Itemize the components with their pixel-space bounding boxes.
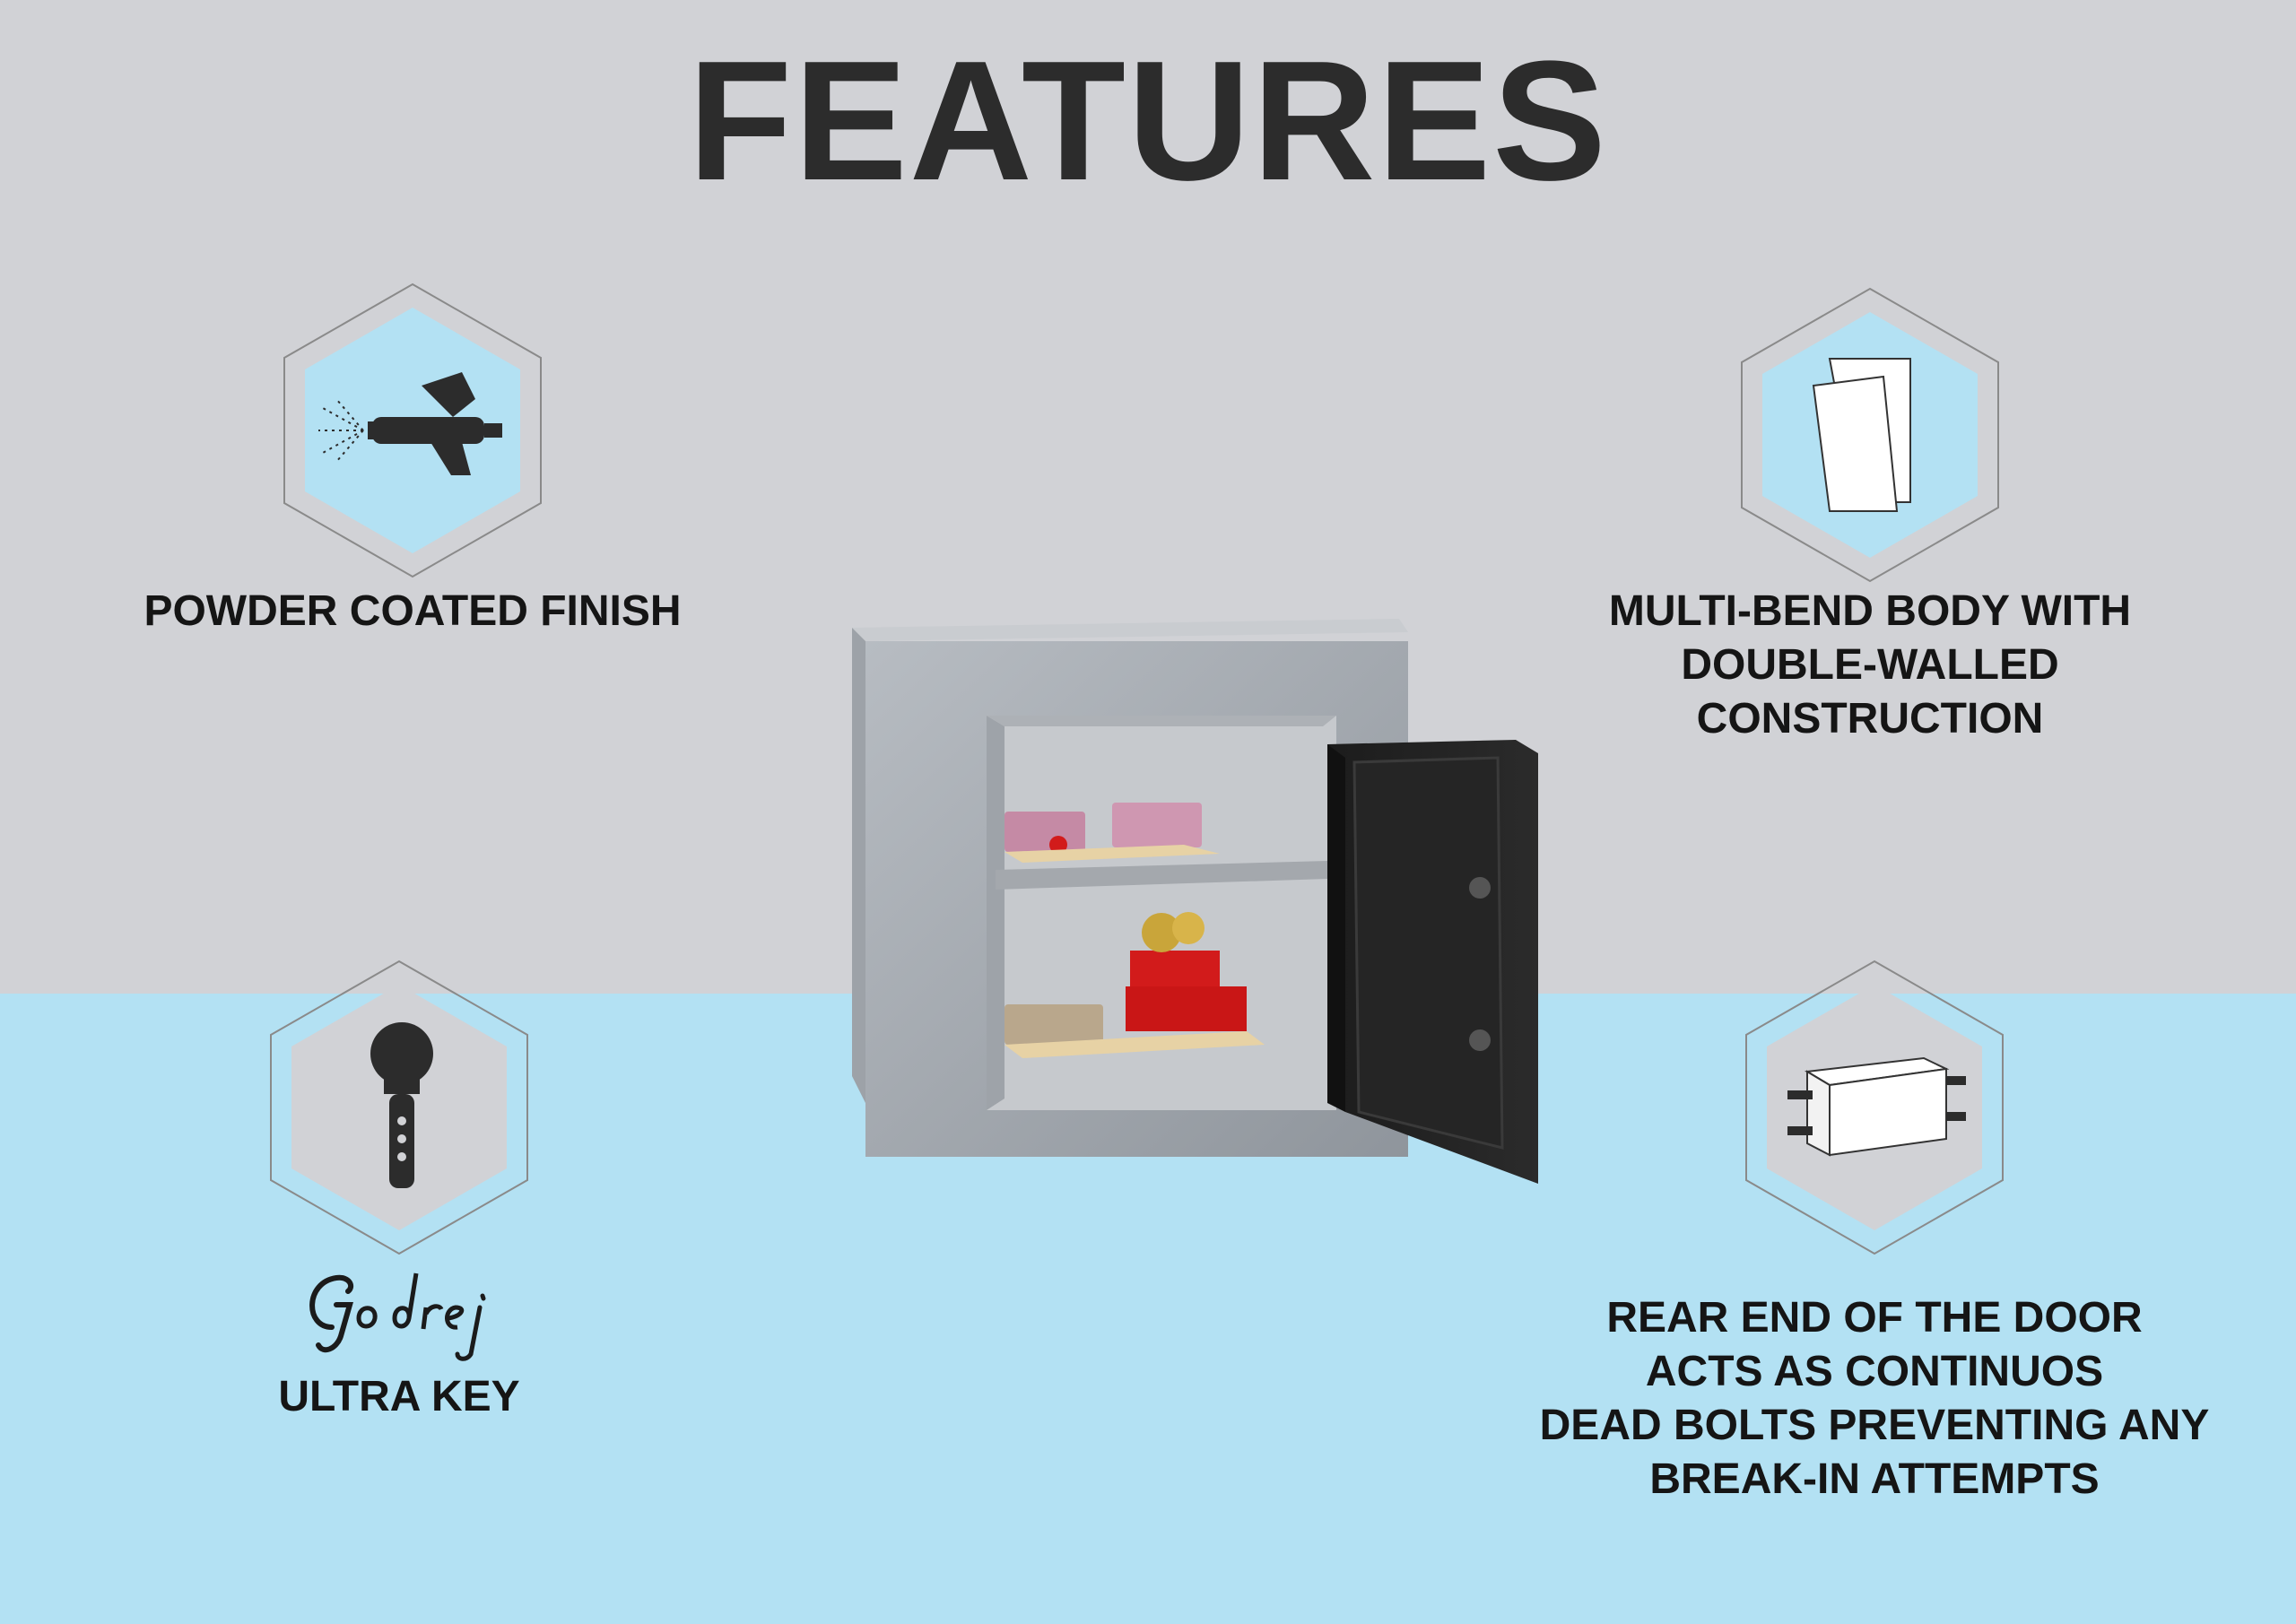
key-hexagon <box>270 960 528 1255</box>
multibend-line-2: DOUBLE-WALLED <box>1681 641 2059 689</box>
key-icon <box>370 1022 433 1188</box>
multibend-hexagon <box>1741 287 1999 583</box>
multibend-line-3: CONSTRUCTION <box>1696 695 2044 743</box>
double-wall-panel-icon <box>1812 358 1911 512</box>
godrej-logo <box>309 1272 486 1361</box>
deadbolt-line-4: BREAK-IN ATTEMPTS <box>1649 1455 2100 1503</box>
deadbolt-line-2: ACTS AS CONTINUOS <box>1645 1348 2104 1395</box>
deadbolt-hexagon <box>1745 960 2004 1255</box>
powder-coat-label: POWDER COATED FINISH <box>144 587 682 635</box>
safe-illustration <box>852 619 1538 1184</box>
deadbolt-line-1: REAR END OF THE DOOR <box>1606 1294 2143 1342</box>
ultra-key-label: ULTRA KEY <box>278 1373 520 1420</box>
powder-coat-hexagon <box>283 282 542 578</box>
spray-gun-icon <box>318 372 502 475</box>
multibend-label: MULTI-BEND BODY WITH DOUBLE-WALLED CONST… <box>1525 585 2215 746</box>
deadbolt-line-3: DEAD BOLTS PREVENTING ANY <box>1539 1402 2210 1449</box>
multibend-line-1: MULTI-BEND BODY WITH <box>1608 587 2132 635</box>
dead-bolt-door-icon <box>1787 1056 1966 1157</box>
page-title: FEATURES <box>688 26 1608 216</box>
deadbolt-label: REAR END OF THE DOOR ACTS AS CONTINUOS D… <box>1516 1291 2233 1507</box>
